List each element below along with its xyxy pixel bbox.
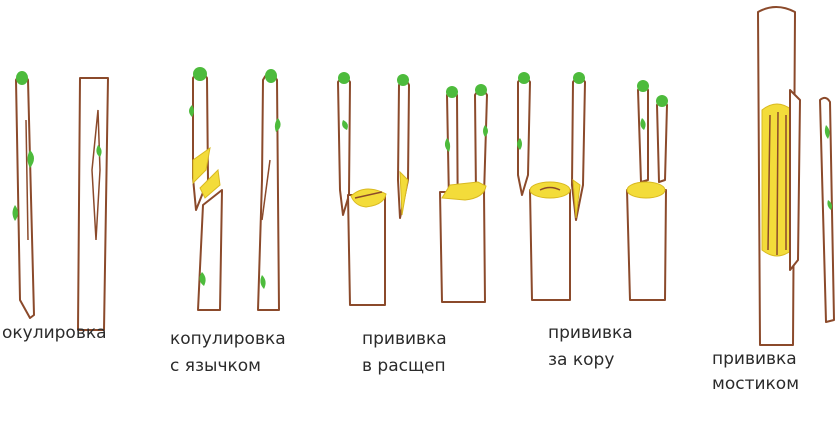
budding-rootstock bbox=[77, 77, 109, 331]
bridge-grafting-illustration bbox=[757, 6, 835, 346]
label-budding: окулировка bbox=[2, 323, 107, 343]
bark-grafting-illustration bbox=[517, 72, 668, 301]
bud bbox=[27, 150, 34, 168]
bud bbox=[96, 145, 102, 157]
bud bbox=[12, 205, 18, 221]
cleft-grafting-illustration bbox=[337, 72, 488, 306]
tongue-grafting-illustration bbox=[189, 67, 281, 311]
budding-illustration bbox=[12, 71, 109, 331]
budding-stem bbox=[15, 73, 35, 319]
bud bbox=[16, 71, 28, 85]
